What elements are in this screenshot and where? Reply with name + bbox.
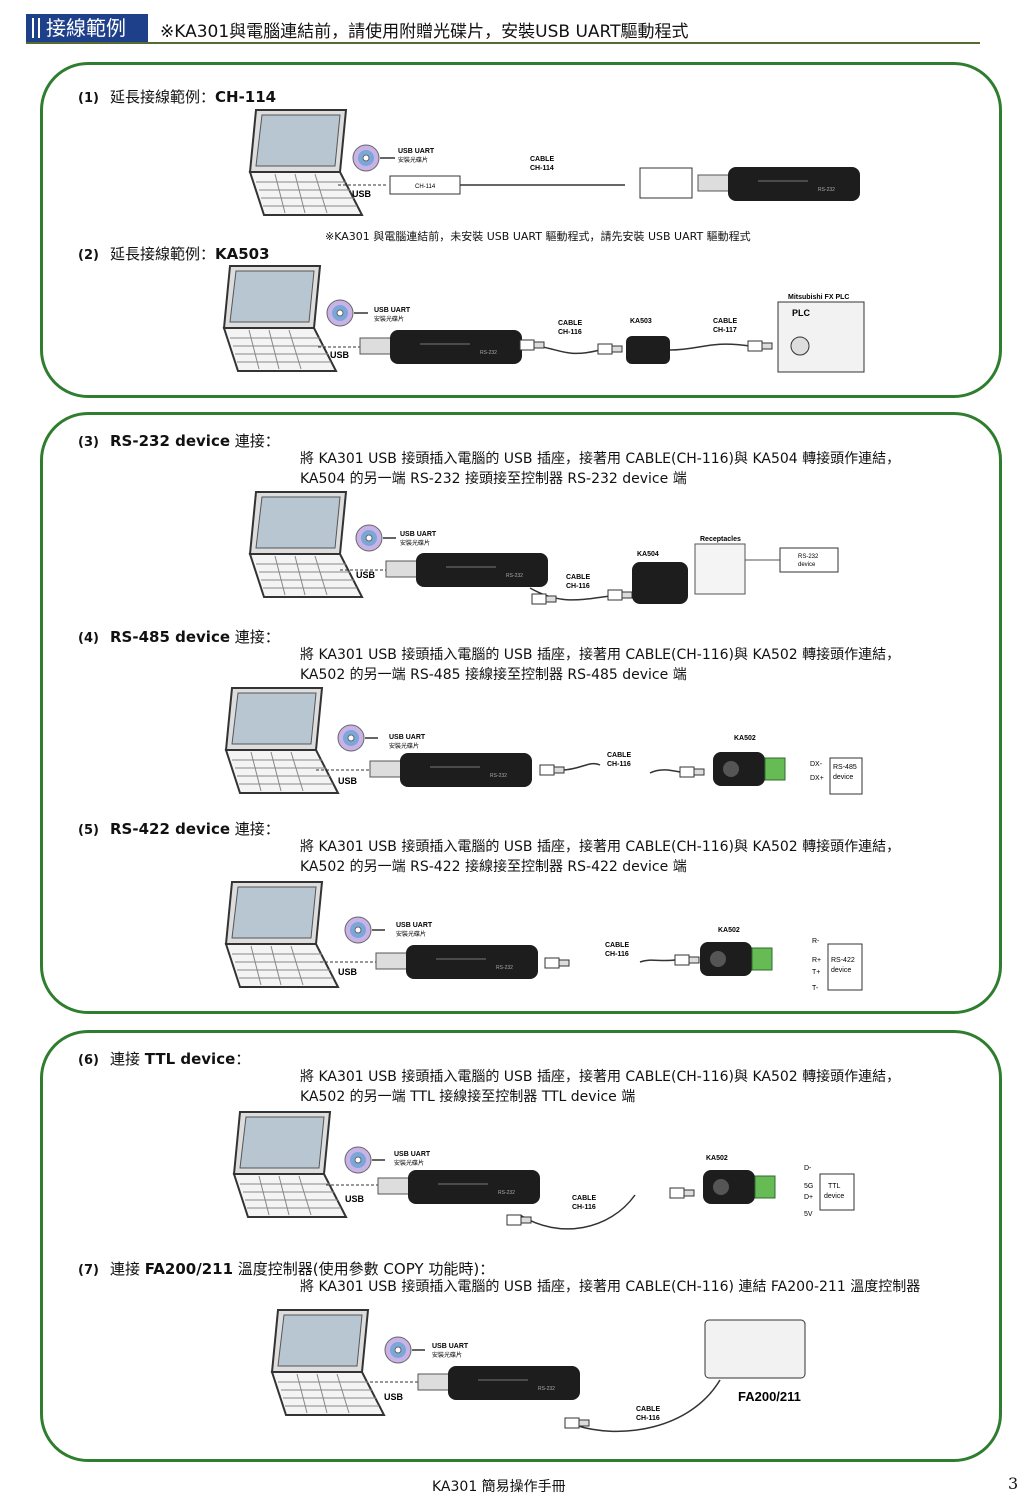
s7-usb-uart: USB UART bbox=[432, 1343, 469, 1350]
s4-device-1: RS-485 bbox=[833, 764, 857, 771]
s4-cd-label: 安裝光碟片 bbox=[389, 742, 419, 750]
s3-receptacles: Receptacles bbox=[700, 536, 741, 543]
section-1-title: (1)延長接線範例：CH-114 bbox=[78, 88, 277, 106]
s7-cable: CABLE bbox=[636, 1406, 660, 1413]
s3-cable: CABLE bbox=[566, 574, 590, 581]
s5-pin-3: T+ bbox=[812, 969, 820, 976]
s6-cable-model: CH-116 bbox=[572, 1204, 596, 1211]
s6-pin-1: D- bbox=[804, 1165, 812, 1172]
s2-plc-title: Mitsubishi FX PLC bbox=[788, 294, 849, 301]
section-7-desc: 將 KA301 USB 接頭插入電腦的 USB 插座，接著用 CABLE(CH-… bbox=[300, 1279, 921, 1295]
s1-cable: CABLE bbox=[530, 156, 554, 163]
s2-plc: PLC bbox=[792, 308, 811, 318]
s4-ka502: KA502 bbox=[734, 735, 756, 742]
s5-usb-uart: USB UART bbox=[396, 922, 433, 929]
section-6-title: (6)連接 TTL device： bbox=[78, 1050, 251, 1068]
s7-fa200: FA200/211 bbox=[738, 1389, 801, 1404]
s5-ka502: KA502 bbox=[718, 927, 740, 934]
s2-ka503: KA503 bbox=[630, 318, 652, 325]
s5-device-1: RS-422 bbox=[831, 957, 855, 964]
s6-ka502: KA502 bbox=[706, 1155, 728, 1162]
s5-cable-model: CH-116 bbox=[605, 951, 629, 958]
s1-cd-label: 安裝光碟片 bbox=[398, 156, 428, 164]
section-7-title: (7)連接 FA200/211 溫度控制器(使用參數 COPY 功能時)： bbox=[78, 1260, 495, 1278]
s2-usb: USB bbox=[330, 350, 350, 360]
s3-cd-label: 安裝光碟片 bbox=[400, 539, 430, 547]
section-2-title: (2)延長接線範例：KA503 bbox=[78, 245, 270, 263]
section-5-title: (5)RS-422 device 連接： bbox=[78, 820, 280, 838]
s5-pin-1: R- bbox=[812, 938, 820, 945]
s7-cd-label: 安裝光碟片 bbox=[432, 1351, 462, 1359]
s2-cable2: CABLE bbox=[713, 318, 737, 325]
s5-cable: CABLE bbox=[605, 942, 629, 949]
s6-device-1: TTL bbox=[828, 1183, 841, 1190]
s4-pin-2: DX+ bbox=[810, 775, 824, 782]
s3-ka504: KA504 bbox=[637, 551, 659, 558]
s4-cable: CABLE bbox=[607, 752, 631, 759]
s2-cable-model: CH-116 bbox=[558, 329, 582, 336]
s6-usb: USB bbox=[345, 1194, 365, 1204]
section-header-tag: 接線範例 bbox=[26, 14, 148, 42]
header-bar-icon bbox=[32, 18, 40, 38]
s1-usb: USB bbox=[352, 189, 372, 199]
s4-usb: USB bbox=[338, 776, 358, 786]
s7-cable-model: CH-116 bbox=[636, 1415, 660, 1422]
s2-usb-uart: USB UART bbox=[374, 307, 411, 314]
s5-cd-label: 安裝光碟片 bbox=[396, 930, 426, 938]
s4-device-2: device bbox=[833, 774, 853, 781]
header-tag-label: 接線範例 bbox=[46, 16, 126, 40]
s6-usb-uart: USB UART bbox=[394, 1151, 431, 1158]
s3-device-1: RS-232 bbox=[798, 554, 819, 560]
s6-device-2: device bbox=[824, 1193, 844, 1200]
header-divider bbox=[26, 42, 980, 44]
s5-usb: USB bbox=[338, 967, 358, 977]
panel-ttl-fa bbox=[40, 1030, 1002, 1462]
s1-usb-uart: USB UART bbox=[398, 148, 435, 155]
section-3-desc: 將 KA301 USB 接頭插入電腦的 USB 插座，接著用 CABLE(CH-… bbox=[300, 451, 901, 487]
s6-pin-3: D+ bbox=[804, 1194, 813, 1201]
s7-usb: USB bbox=[384, 1392, 404, 1402]
footer-manual-title: KA301 簡易操作手冊 bbox=[432, 1479, 566, 1495]
s6-pin-4: 5V bbox=[804, 1211, 813, 1218]
s2-cd-label: 安裝光碟片 bbox=[374, 315, 404, 323]
section-4-desc: 將 KA301 USB 接頭插入電腦的 USB 插座，接著用 CABLE(CH-… bbox=[300, 647, 901, 683]
s4-usb-uart: USB UART bbox=[389, 734, 426, 741]
s6-cd-label: 安裝光碟片 bbox=[394, 1159, 424, 1167]
s3-usb: USB bbox=[356, 570, 376, 580]
s4-cable-model: CH-116 bbox=[607, 761, 631, 768]
s2-cable2-model: CH-117 bbox=[713, 327, 737, 334]
s5-pin-2: R+ bbox=[812, 957, 821, 964]
s1-cable-model: CH-114 bbox=[530, 165, 554, 172]
section-4-title: (4)RS-485 device 連接： bbox=[78, 628, 280, 646]
s3-device-2: device bbox=[798, 562, 816, 568]
s4-pin-1: DX- bbox=[810, 761, 823, 768]
section-6-desc: 將 KA301 USB 接頭插入電腦的 USB 插座，接著用 CABLE(CH-… bbox=[300, 1069, 901, 1105]
s3-usb-uart: USB UART bbox=[400, 531, 437, 538]
s2-cable: CABLE bbox=[558, 320, 582, 327]
section-5-desc: 將 KA301 USB 接頭插入電腦的 USB 插座，接著用 CABLE(CH-… bbox=[300, 839, 901, 875]
s6-pin-2: 5G bbox=[804, 1183, 813, 1190]
panel-extension bbox=[40, 62, 1002, 398]
page-number: 3 bbox=[1008, 1474, 1019, 1493]
driver-note: ※KA301 與電腦連結前，未安裝 USB UART 驅動程式，請先安裝 USB… bbox=[325, 230, 751, 243]
s5-device-2: device bbox=[831, 967, 851, 974]
panel-serial-devices bbox=[40, 412, 1002, 1014]
s3-cable-model: CH-116 bbox=[566, 583, 590, 590]
section-3-title: (3)RS-232 device 連接： bbox=[78, 432, 280, 450]
s6-cable: CABLE bbox=[572, 1195, 596, 1202]
s5-pin-4: T- bbox=[812, 985, 819, 992]
s1-plug-label: CH-114 bbox=[415, 184, 436, 190]
header-title: ※KA301與電腦連結前，請使用附贈光碟片，安裝USB UART驅動程式 bbox=[160, 22, 689, 42]
